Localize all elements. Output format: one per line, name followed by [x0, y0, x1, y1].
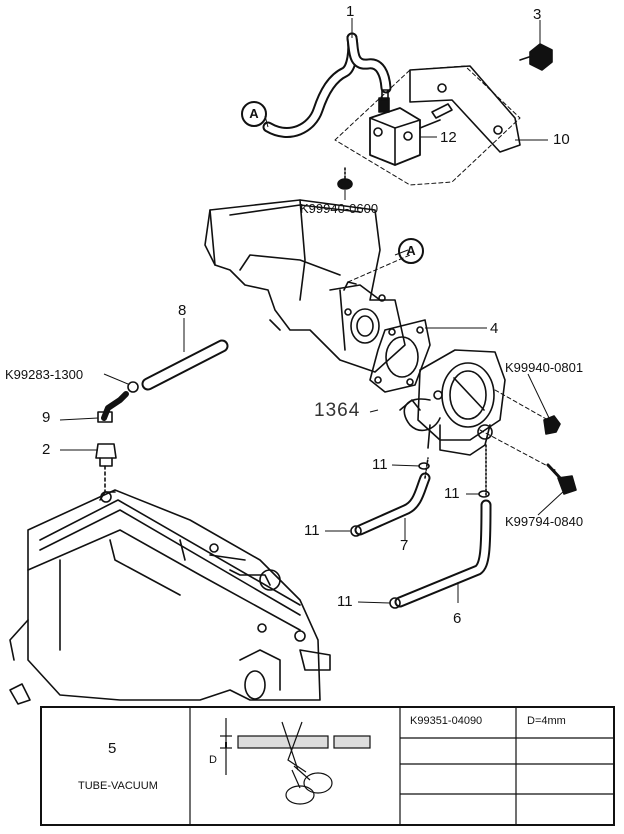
part-number-0801: K99940-0801: [505, 360, 584, 375]
nut-k99940-0600: [337, 167, 353, 190]
callout-9: 9: [42, 409, 51, 426]
bracket-10: [334, 65, 521, 186]
hose-6: [389, 444, 492, 609]
callout-6: 6: [453, 610, 462, 627]
clamp-k99283-1300: [127, 381, 139, 393]
callout-11-d: 11: [337, 593, 353, 610]
hose-7: [350, 457, 431, 537]
legend-item-number: 5: [108, 740, 117, 757]
hose-8: [141, 339, 229, 391]
clamp-11-b: [478, 490, 490, 498]
part-number-0840: K99794-0840: [505, 514, 584, 529]
gasket-4: [369, 319, 431, 393]
part-number-1300: K99283-1300: [5, 367, 84, 382]
circle-a-mid: A: [398, 238, 424, 264]
callout-2: 2: [42, 441, 51, 458]
engine-block: [9, 489, 331, 705]
callout-1: 1: [346, 3, 355, 20]
bolt-k99794-0840: [546, 463, 577, 495]
legend-table: [40, 706, 615, 826]
legend-spec: D=4mm: [527, 715, 566, 727]
bolt-k99940-0801: [543, 415, 561, 435]
legend-dimension-letter: D: [209, 754, 217, 766]
circle-a-top: A: [241, 101, 267, 127]
callout-4: 4: [490, 320, 499, 337]
legend-grid: [189, 706, 615, 826]
callout-11-b: 11: [444, 485, 460, 502]
legend-part-number: K99351-04090: [410, 715, 483, 727]
callout-10: 10: [553, 131, 570, 148]
legend-item-name: TUBE-VACUUM: [78, 780, 158, 792]
solenoid-valve-12: [369, 89, 453, 166]
callout-12: 12: [440, 129, 457, 146]
callout-11-a: 11: [372, 456, 388, 473]
intake-manifold: [204, 199, 406, 373]
bolt-3: [519, 43, 553, 71]
callout-11-c: 11: [304, 522, 320, 539]
callout-7: 7: [400, 537, 409, 554]
grommet-2: [95, 443, 117, 493]
callout-3: 3: [533, 6, 542, 23]
elbow-fitting-9: [97, 391, 129, 423]
reference-1364: 1364: [314, 400, 361, 421]
throttle-body: [399, 349, 506, 456]
legend-tube-sketch: [220, 718, 371, 805]
callout-8: 8: [178, 302, 187, 319]
vacuum-hose-1: [262, 32, 392, 138]
part-number-0600: K99940-0600: [300, 201, 379, 216]
